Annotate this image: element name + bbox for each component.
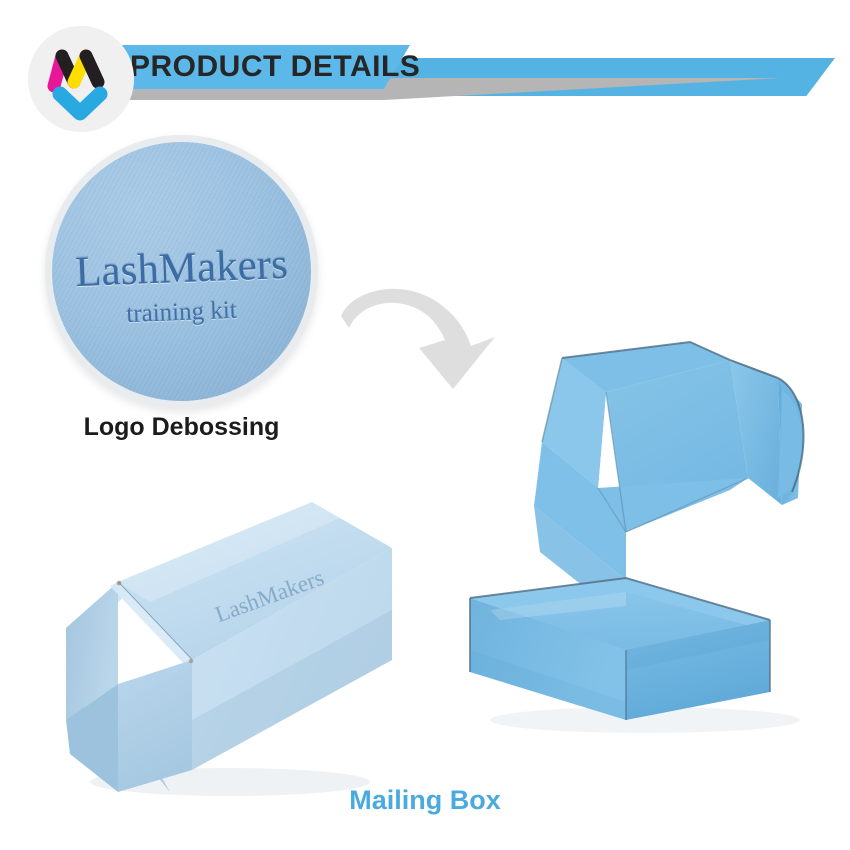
open-box-illustration <box>469 340 805 733</box>
header-title-plate <box>118 45 410 89</box>
flow-arrow <box>335 282 505 392</box>
deboss-surface: LashMakers training kit <box>52 142 311 401</box>
page-header: PRODUCT DETAILS <box>0 0 850 140</box>
brand-m-logo-icon <box>28 26 134 132</box>
brand-logo <box>28 26 134 132</box>
closed-box-illustration: LashMakers <box>66 502 392 796</box>
product-caption: Mailing Box <box>349 785 501 815</box>
debossed-wordmark: LashMakers <box>74 240 289 297</box>
closed-mailing-box: LashMakers <box>40 470 400 800</box>
curved-arrow-icon <box>341 288 495 389</box>
logo-debossing-photo: LashMakers training kit <box>45 135 318 408</box>
page-title: PRODUCT DETAILS <box>130 50 421 83</box>
logo-debossing-caption: Logo Debossing <box>83 413 280 441</box>
open-mailing-box <box>430 320 840 740</box>
paper-texture <box>52 142 311 401</box>
